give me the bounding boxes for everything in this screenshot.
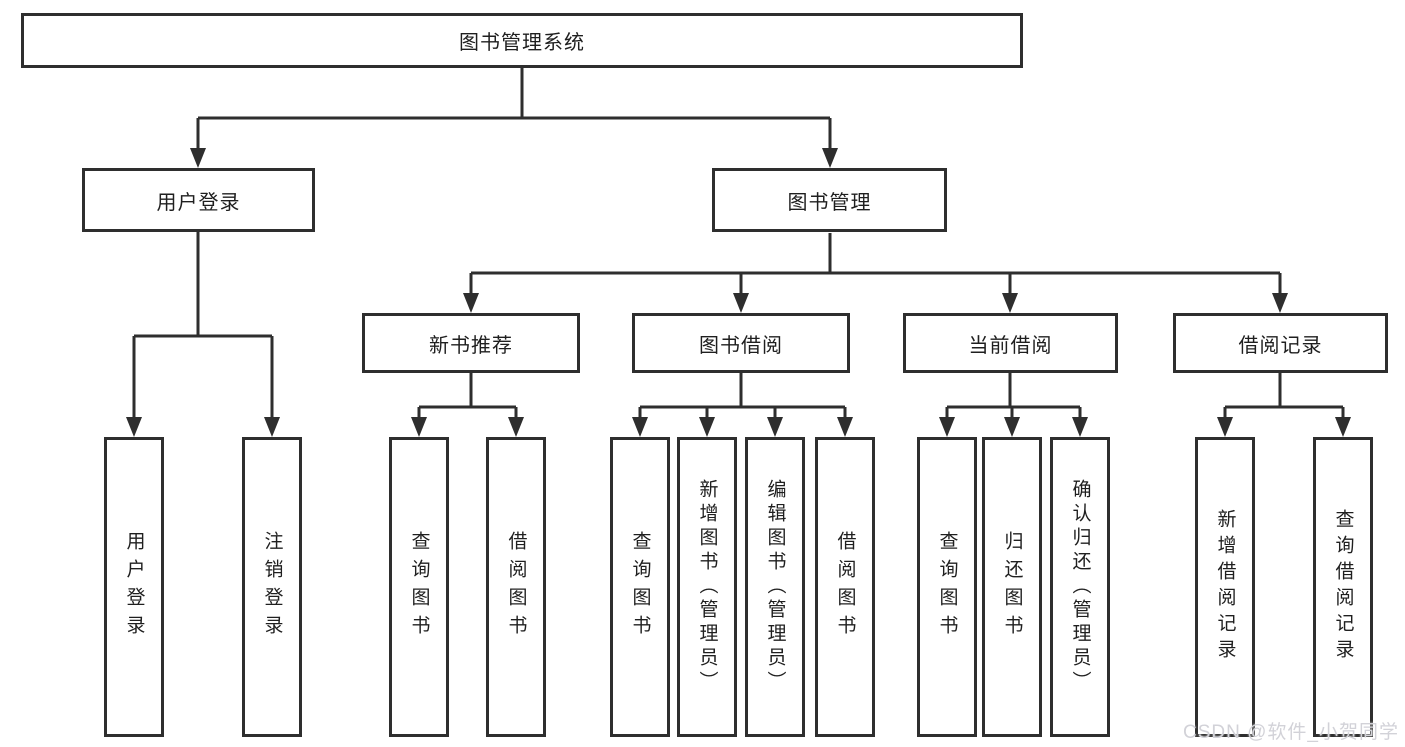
leaf-borrow-borrow-books: 借阅图书 bbox=[815, 437, 875, 737]
arrowheads bbox=[126, 148, 1351, 437]
node-current-borrow: 当前借阅 bbox=[903, 313, 1118, 373]
leaf-current-confirm-return-admin: 确认归还（管理员） bbox=[1050, 437, 1110, 737]
leaf-logout: 注销登录 bbox=[242, 437, 302, 737]
node-book-management: 图书管理 bbox=[712, 168, 947, 232]
node-borrow-records: 借阅记录 bbox=[1173, 313, 1388, 373]
leaf-records-add-record: 新增借阅记录 bbox=[1195, 437, 1255, 737]
leaf-current-return-books: 归还图书 bbox=[982, 437, 1042, 737]
node-book-borrow: 图书借阅 bbox=[632, 313, 850, 373]
leaf-recommend-borrow-books: 借阅图书 bbox=[486, 437, 546, 737]
leaf-recommend-query-books: 查询图书 bbox=[389, 437, 449, 737]
leaf-borrow-edit-books-admin: 编辑图书（管理员） bbox=[745, 437, 805, 737]
node-library-management-system: 图书管理系统 bbox=[21, 13, 1023, 68]
leaf-borrow-query-books: 查询图书 bbox=[610, 437, 670, 737]
leaf-borrow-add-books-admin: 新增图书（管理员） bbox=[677, 437, 737, 737]
leaf-current-query-books: 查询图书 bbox=[917, 437, 977, 737]
node-user-login: 用户登录 bbox=[82, 168, 315, 232]
leaf-user-login: 用户登录 bbox=[104, 437, 164, 737]
csdn-watermark: CSDN @软件_小贺同学 bbox=[1183, 722, 1399, 743]
node-new-book-recommend: 新书推荐 bbox=[362, 313, 580, 373]
leaf-records-query-record: 查询借阅记录 bbox=[1313, 437, 1373, 737]
